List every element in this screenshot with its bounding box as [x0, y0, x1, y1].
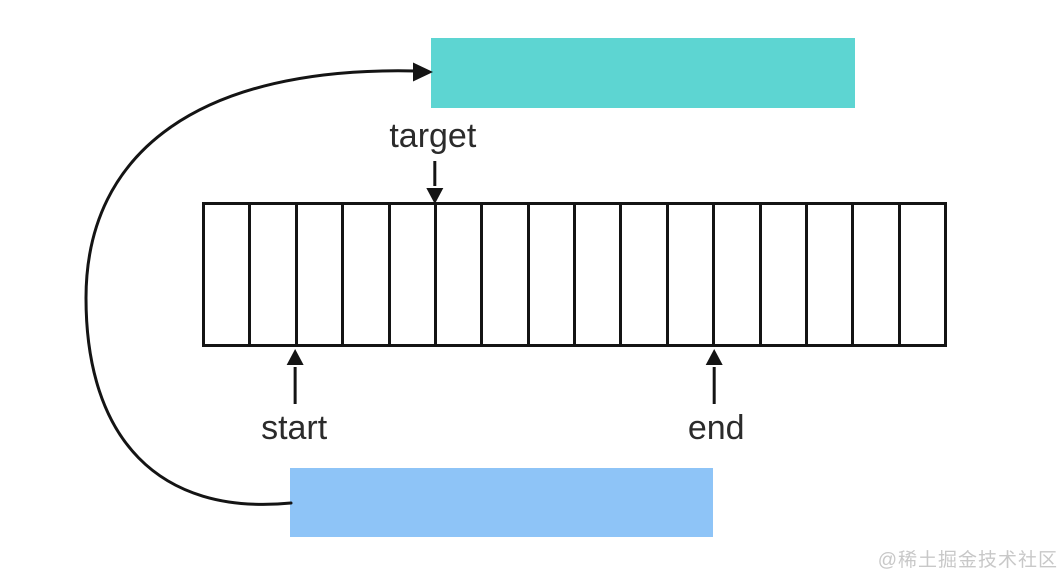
array-cell [298, 205, 345, 344]
top-teal-block [431, 38, 855, 108]
array-cell [808, 205, 855, 344]
array-cell [391, 205, 437, 344]
array-cell [344, 205, 391, 344]
watermark: @稀土掘金技术社区 [877, 550, 1058, 571]
start-arrow-head-icon [286, 349, 304, 365]
array-cell [854, 205, 901, 344]
curve-arrowhead-icon [413, 62, 433, 82]
bottom-blue-block [290, 468, 713, 537]
array-cell [483, 205, 530, 344]
end-label: end [687, 409, 745, 447]
array-cell [622, 205, 669, 344]
array-cell [437, 205, 484, 344]
array [202, 202, 947, 347]
array-cell [251, 205, 298, 344]
array-cell [205, 205, 252, 344]
target-label: target [389, 117, 477, 155]
array-cell [762, 205, 808, 344]
start-label: start [261, 409, 328, 447]
array-cell [715, 205, 762, 344]
end-arrow-head-icon [705, 349, 723, 365]
array-cell [669, 205, 716, 344]
array-cell [901, 205, 944, 344]
array-cell [576, 205, 623, 344]
array-cell [530, 205, 576, 344]
